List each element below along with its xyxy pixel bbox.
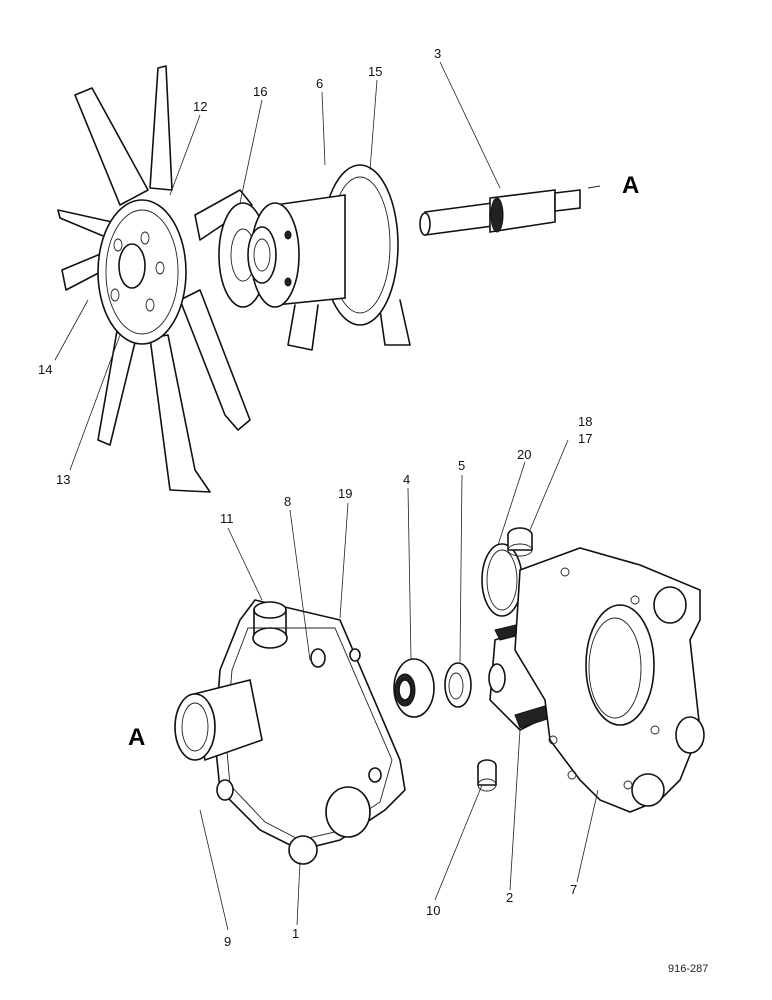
callout-15: 15 bbox=[368, 64, 382, 79]
callout-19: 19 bbox=[338, 486, 352, 501]
back-plate-7 bbox=[514, 547, 705, 813]
callout-20: 20 bbox=[517, 447, 531, 462]
callout-17: 17 bbox=[578, 431, 592, 446]
callout-11: 11 bbox=[220, 511, 234, 526]
callout-4: 4 bbox=[403, 472, 410, 487]
callout-12: 12 bbox=[193, 99, 207, 114]
callout-labels: 3 6 15 16 12 14 13 11 8 19 4 5 20 18 17 … bbox=[38, 46, 592, 949]
callout-1: 1 bbox=[292, 926, 299, 941]
leader-lines bbox=[54, 61, 599, 931]
pulley-6 bbox=[247, 164, 411, 351]
callout-3: 3 bbox=[434, 46, 441, 61]
view-marker-lower: A bbox=[128, 724, 145, 751]
gasket-ring-20 bbox=[481, 543, 523, 617]
view-marker-upper: A bbox=[622, 172, 639, 199]
drawing-code: 916-287 bbox=[668, 963, 708, 975]
shaft-bearing-3 bbox=[419, 185, 601, 236]
callout-16: 16 bbox=[253, 84, 267, 99]
callout-2: 2 bbox=[506, 890, 513, 905]
callout-18: 18 bbox=[578, 414, 592, 429]
callout-8: 8 bbox=[284, 494, 291, 509]
callout-6: 6 bbox=[316, 76, 323, 91]
callout-9: 9 bbox=[224, 934, 231, 949]
seal-4 bbox=[393, 658, 435, 718]
callout-13: 13 bbox=[56, 472, 70, 487]
pump-body-housing bbox=[174, 599, 406, 865]
callout-14: 14 bbox=[38, 362, 52, 377]
callout-7: 7 bbox=[570, 882, 577, 897]
dowel-10 bbox=[477, 759, 497, 792]
callout-5: 5 bbox=[458, 458, 465, 473]
callout-10: 10 bbox=[426, 903, 440, 918]
washer-5 bbox=[444, 662, 472, 708]
drain-plug-17-18 bbox=[507, 527, 533, 557]
fan-assembly bbox=[57, 65, 253, 493]
